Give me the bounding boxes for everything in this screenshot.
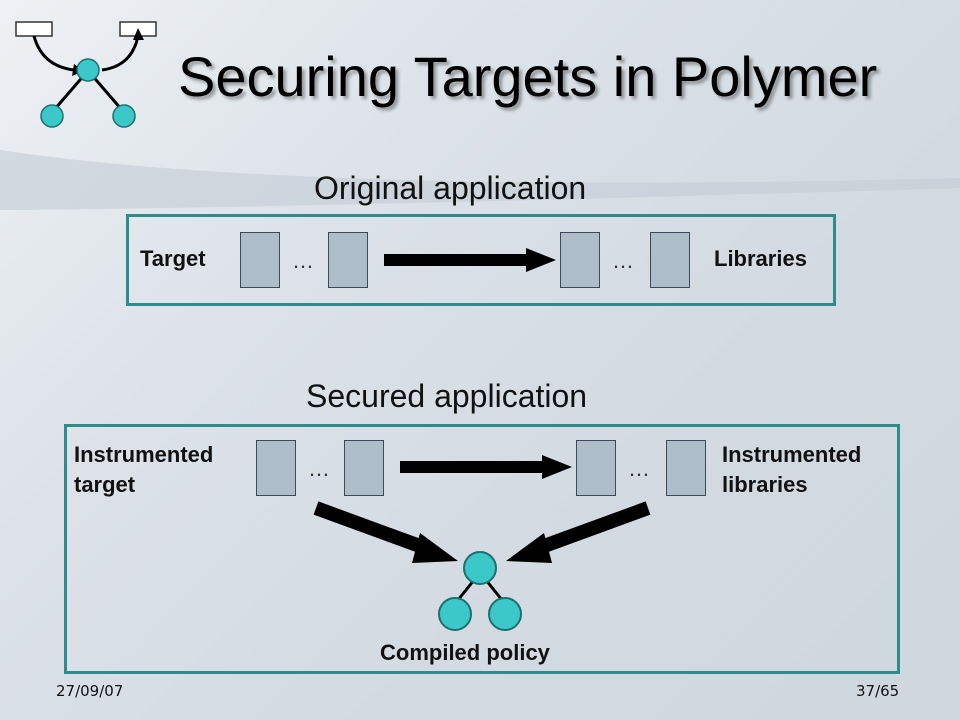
policy-root-node xyxy=(463,551,497,585)
instrumented-target-block xyxy=(256,440,296,496)
secured-application-box xyxy=(64,424,900,674)
compiled-policy-label: Compiled policy xyxy=(380,640,550,665)
instrumented-library-block xyxy=(576,440,616,496)
policy-left-node xyxy=(438,597,472,631)
policy-right-node xyxy=(488,597,522,631)
secured-call-arrow xyxy=(400,455,572,479)
original-call-arrow xyxy=(384,248,556,272)
secured-application-heading: Secured application xyxy=(306,378,588,414)
original-application-heading: Original application xyxy=(314,170,587,206)
original-application-box xyxy=(126,214,836,306)
instrumented-target-label-line1: Instrumented xyxy=(74,442,214,467)
instrumented-target-block xyxy=(344,440,384,496)
instrumented-target-label-line2: target xyxy=(74,472,136,497)
target-module-block xyxy=(328,232,368,288)
slide-date: 27/09/07 xyxy=(56,682,124,700)
ellipsis: … xyxy=(612,248,634,273)
ellipsis: … xyxy=(308,456,330,481)
ellipsis: … xyxy=(292,248,314,273)
target-label: Target xyxy=(140,246,206,271)
instrumented-libraries-label-line2: libraries xyxy=(722,472,808,497)
instrumented-target-label: Instrumented target xyxy=(74,440,213,500)
libraries-label: Libraries xyxy=(714,246,807,271)
instrumented-library-block xyxy=(666,440,706,496)
compiled-policy-tree xyxy=(438,551,522,631)
slide-page-number: 37/65 xyxy=(856,682,900,700)
background-swoosh xyxy=(0,150,960,210)
ellipsis: … xyxy=(628,456,650,481)
library-module-block xyxy=(650,232,690,288)
target-to-policy-arrow xyxy=(313,501,458,563)
libraries-to-policy-arrow xyxy=(506,501,651,563)
instrumented-libraries-label-line1: Instrumented xyxy=(722,442,862,467)
target-module-block xyxy=(240,232,280,288)
library-module-block xyxy=(560,232,600,288)
instrumented-libraries-label: Instrumented libraries xyxy=(722,440,861,500)
polymer-logo xyxy=(15,21,157,128)
slide-title: Securing Targets in Polymer xyxy=(178,45,878,108)
